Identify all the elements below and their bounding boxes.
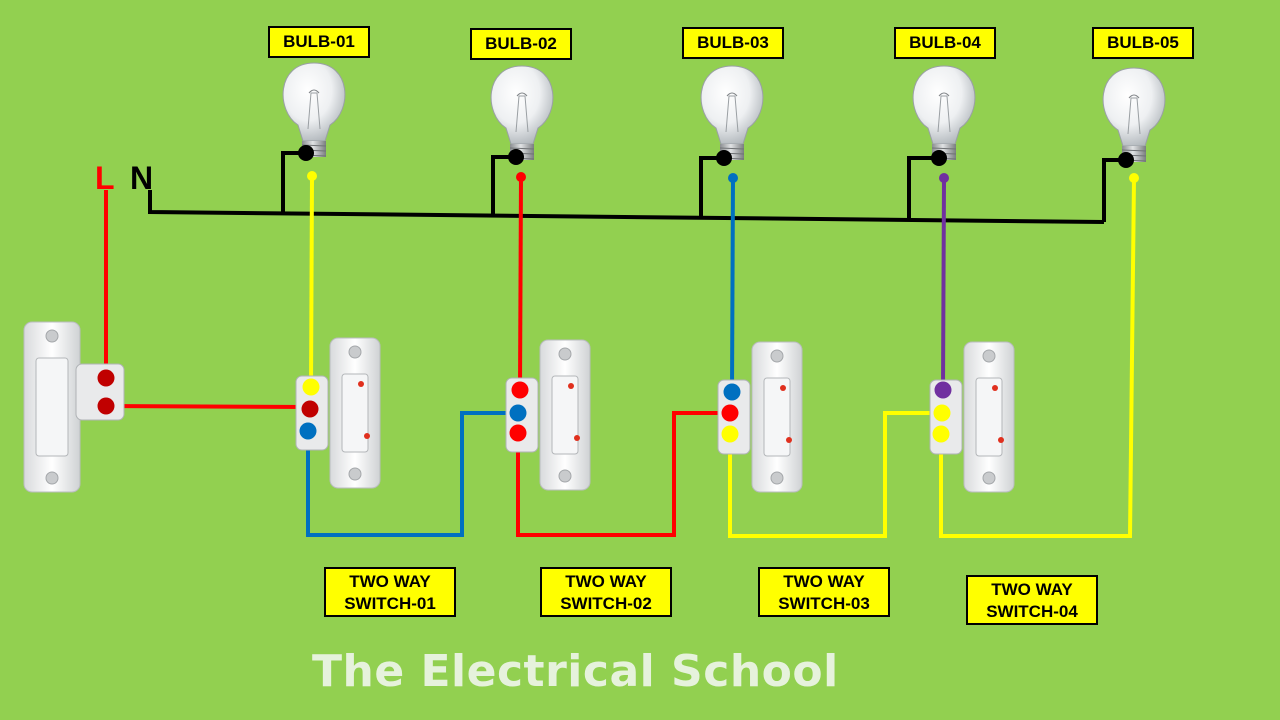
neutral-wires bbox=[148, 151, 1126, 224]
neutral-bus-wire bbox=[148, 190, 1105, 224]
bulb-02-lead-terminal bbox=[516, 172, 526, 182]
bulb-02-lead-wire bbox=[518, 176, 523, 390]
mount-screw-top bbox=[348, 345, 362, 359]
switch-terminal bbox=[299, 422, 317, 440]
link-wire-2-3 bbox=[516, 411, 730, 537]
bulb-01-label: BULB-01 bbox=[268, 26, 370, 58]
switch-04-label-line1: TWO WAY bbox=[991, 580, 1073, 599]
switch-03-label-line1: TWO WAY bbox=[783, 572, 865, 591]
switch-terminal bbox=[723, 383, 741, 401]
switch-03-label: TWO WAY SWITCH-03 bbox=[758, 567, 890, 617]
bulb-03 bbox=[700, 65, 764, 161]
switch-03-label-line2: SWITCH-03 bbox=[778, 594, 870, 613]
terminals bbox=[97, 145, 1139, 443]
bulb-03-neutral-terminal bbox=[716, 150, 732, 166]
neutral-label: N bbox=[130, 160, 154, 196]
mount-screw-top bbox=[770, 349, 784, 363]
bulb-02 bbox=[490, 65, 554, 161]
bulb-05 bbox=[1102, 67, 1166, 163]
switch-terminal bbox=[97, 397, 115, 415]
switch-01-input-wire bbox=[105, 404, 311, 409]
switch-rocker bbox=[763, 377, 791, 457]
bulb-02-label: BULB-02 bbox=[470, 28, 572, 60]
mount-screw-bottom bbox=[982, 471, 996, 485]
bulb-01-lead-terminal bbox=[307, 171, 317, 181]
brand-watermark: The Electrical School bbox=[312, 646, 839, 697]
bulb-bodies bbox=[282, 62, 1166, 163]
two-way-switch-04 bbox=[929, 341, 1015, 493]
switch-rocker bbox=[551, 375, 579, 455]
switch-rocker bbox=[975, 377, 1003, 457]
switch-02-label: TWO WAY SWITCH-02 bbox=[540, 567, 672, 617]
bulb-05-lead-terminal bbox=[1129, 173, 1139, 183]
switch-04-label-line2: SWITCH-04 bbox=[986, 602, 1078, 621]
mount-screw-bottom bbox=[348, 467, 362, 481]
switch-terminal bbox=[721, 404, 739, 422]
bulb-04 bbox=[912, 65, 976, 161]
indicator-dot bbox=[568, 383, 574, 389]
indicator-dot bbox=[574, 435, 580, 441]
mount-screw-bottom bbox=[558, 469, 572, 483]
switch-terminal bbox=[301, 400, 319, 418]
switch-02-label-line2: SWITCH-02 bbox=[560, 594, 652, 613]
indicator-dot bbox=[992, 385, 998, 391]
switch-terminal bbox=[509, 424, 527, 442]
bulb-01-lead-wire bbox=[309, 175, 314, 388]
switch-terminal bbox=[932, 425, 950, 443]
switch-terminal bbox=[302, 378, 320, 396]
bulb-05-neutral-terminal bbox=[1118, 152, 1134, 168]
indicator-dot bbox=[998, 437, 1004, 443]
live-label: L bbox=[95, 160, 115, 196]
mount-screw-bottom bbox=[45, 471, 59, 485]
neutral-drop-wire-1 bbox=[281, 151, 306, 212]
indicator-dot bbox=[364, 433, 370, 439]
switch-terminal bbox=[97, 369, 115, 387]
bulb-05-label: BULB-05 bbox=[1092, 27, 1194, 59]
neutral-drop-wire-2 bbox=[491, 155, 516, 215]
switch-04-label: TWO WAY SWITCH-04 bbox=[966, 575, 1098, 625]
switch-02-label-line1: TWO WAY bbox=[565, 572, 647, 591]
bulb-03-lead-terminal bbox=[728, 173, 738, 183]
switch-terminal bbox=[509, 404, 527, 422]
bulb-01-neutral-terminal bbox=[298, 145, 314, 161]
switch-terminal bbox=[933, 404, 951, 422]
bulb-04-lead-terminal bbox=[939, 173, 949, 183]
bulb-01 bbox=[282, 62, 346, 158]
bulb-03-lead-wire bbox=[730, 177, 735, 392]
switch-rocker bbox=[341, 373, 369, 453]
bulb-04-neutral-terminal bbox=[931, 150, 947, 166]
switch-01-label-line1: TWO WAY bbox=[349, 572, 431, 591]
bulb-02-neutral-terminal bbox=[508, 149, 524, 165]
indicator-dot bbox=[786, 437, 792, 443]
neutral-drop-wire-3 bbox=[699, 156, 724, 217]
neutral-drop-wire-5 bbox=[1102, 158, 1126, 222]
mount-screw-bottom bbox=[770, 471, 784, 485]
bulb-05-lead-wire bbox=[939, 177, 1136, 538]
switch-rocker bbox=[35, 357, 69, 457]
mount-screw-top bbox=[45, 329, 59, 343]
mount-screw-top bbox=[558, 347, 572, 361]
link-wire-1-2 bbox=[306, 411, 518, 537]
mount-screw-top bbox=[982, 349, 996, 363]
switch-terminal bbox=[934, 381, 952, 399]
switch-01-label-line2: SWITCH-01 bbox=[344, 594, 436, 613]
switch-terminal bbox=[721, 425, 739, 443]
neutral-drop-wire-4 bbox=[907, 156, 939, 219]
indicator-dot bbox=[358, 381, 364, 387]
bulb-04-lead-wire bbox=[941, 177, 946, 391]
switch-terminal bbox=[511, 381, 529, 399]
switch-01-label: TWO WAY SWITCH-01 bbox=[324, 567, 456, 617]
wires bbox=[104, 175, 1136, 538]
link-wire-3-4 bbox=[728, 411, 942, 538]
indicator-dot bbox=[780, 385, 786, 391]
bulb-04-label: BULB-04 bbox=[894, 27, 996, 59]
bulb-03-label: BULB-03 bbox=[682, 27, 784, 59]
